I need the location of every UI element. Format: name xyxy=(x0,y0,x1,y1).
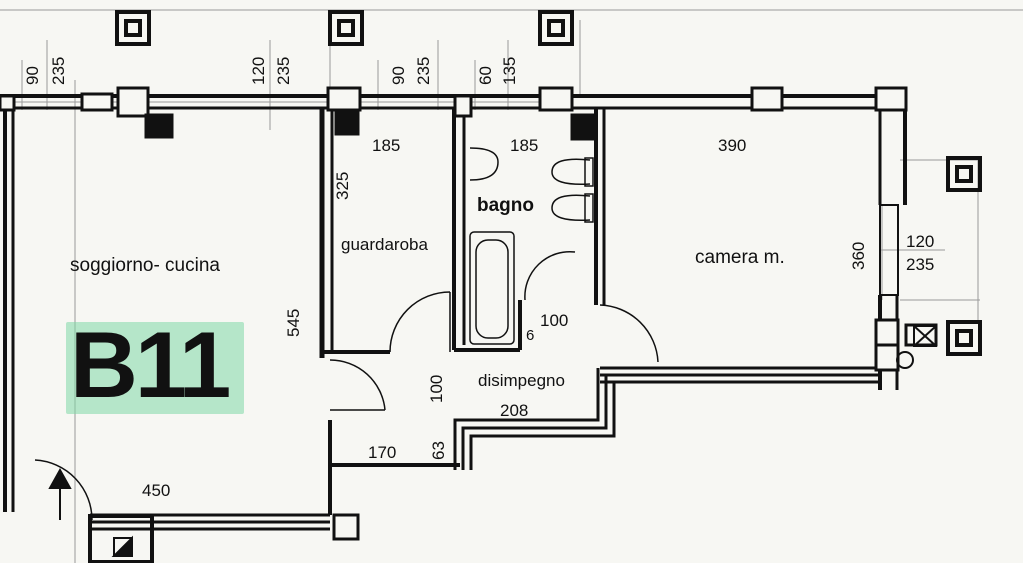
unit-code: B11 xyxy=(70,312,231,417)
room-label-bedroom: camera m. xyxy=(695,247,785,268)
dim-door-100: 100 xyxy=(540,311,569,330)
dim-living-depth: 545 xyxy=(284,308,303,337)
door-swings xyxy=(34,250,659,521)
dim-side-b: 235 xyxy=(906,255,935,274)
dim-hall-63: 63 xyxy=(429,441,448,460)
dim-w2-b: 235 xyxy=(274,56,293,85)
column-markers xyxy=(115,10,982,356)
dim-hall-170: 170 xyxy=(368,443,397,462)
room-label-living: soggiorno- cucina xyxy=(70,255,220,276)
dim-w1-b: 235 xyxy=(49,56,68,85)
dim-hall-208: 208 xyxy=(500,401,529,420)
bathroom-fixtures xyxy=(469,147,594,345)
dim-side-a: 120 xyxy=(906,232,935,251)
dim-bedroom-width: 390 xyxy=(718,136,747,155)
dim-w4-a: 60 xyxy=(476,66,495,85)
dim-bedroom-depth: 360 xyxy=(849,241,868,270)
dim-w4-b: 135 xyxy=(500,56,519,85)
dim-w1-a: 90 xyxy=(23,66,42,85)
entry-arrow-icon xyxy=(48,467,72,520)
room-label-wardrobe: guardaroba xyxy=(341,235,428,254)
stair-symbol xyxy=(111,535,133,557)
dim-hall-100: 100 xyxy=(427,374,446,403)
dim-w2-a: 120 xyxy=(249,56,268,85)
room-label-hallway: disimpegno xyxy=(478,371,565,390)
unit-highlight xyxy=(66,322,244,414)
dim-entry-450: 450 xyxy=(142,481,171,500)
dim-door-6: 6 xyxy=(526,327,535,344)
dim-w3-a: 90 xyxy=(389,66,408,85)
dim-bath-width: 185 xyxy=(510,136,539,155)
dim-wardrobe-width: 185 xyxy=(372,136,401,155)
dim-w3-b: 235 xyxy=(414,56,433,85)
side-window xyxy=(879,204,937,369)
room-label-bath: bagno xyxy=(477,195,534,216)
dim-wardrobe-depth: 325 xyxy=(333,171,352,200)
